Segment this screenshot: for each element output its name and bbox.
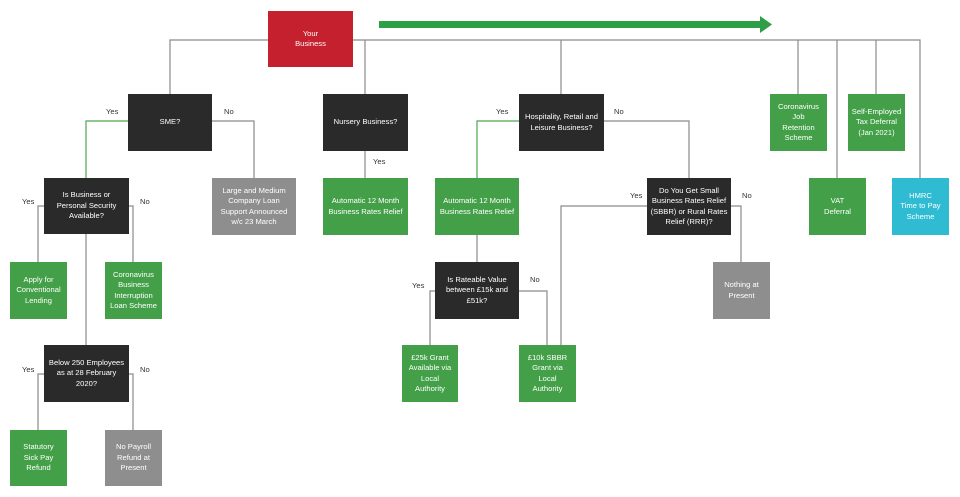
hospitality-no-label: No <box>614 107 624 116</box>
no-payroll-refund: No Payroll Refund at Present <box>105 430 162 486</box>
sme-yes-label: Yes <box>106 107 119 116</box>
security-no-label: No <box>140 197 150 206</box>
grant-25k: £25k Grant Available via Local Authority <box>402 345 458 402</box>
connector-rateable-no <box>519 290 548 345</box>
connector-security-yes <box>37 205 44 262</box>
nursery-yes-label: Yes <box>373 157 386 166</box>
progress-arrow <box>379 16 772 33</box>
cbil-scheme: Coronavirus Business Interruption Loan S… <box>105 262 162 319</box>
rateable-no-label: No <box>530 275 540 284</box>
rateable-yes-label: Yes <box>412 281 425 290</box>
vat-deferral: VAT Deferral <box>809 178 866 235</box>
connector-sbbr-no <box>731 205 742 262</box>
connector-hosp-yes <box>476 120 519 178</box>
grant-10k: £10k SBBR Grant via Local Authority <box>519 345 576 402</box>
hospitality-question: Hospitality, Retail and Leisure Business… <box>519 94 604 151</box>
connector-top-bus <box>169 39 921 178</box>
security-yes-label: Yes <box>22 197 35 206</box>
nothing-at-present: Nothing at Present <box>713 262 770 319</box>
nursery-rates-relief: Automatic 12 Month Business Rates Relief <box>323 178 408 235</box>
job-retention-scheme: Coronavirus Job Retention Scheme <box>770 94 827 151</box>
sme-no-label: No <box>224 107 234 116</box>
statutory-sick-pay-refund: Statutory Sick Pay Refund <box>10 430 67 486</box>
security-question: Is Business or Personal Security Availab… <box>44 178 129 234</box>
sbbr-yes-label: Yes <box>630 191 643 200</box>
connector-rateable-yes <box>429 290 435 345</box>
large-medium-loan: Large and Medium Company Loan Support An… <box>212 178 296 235</box>
sbbr-question: Do You Get Small Business Rates Relief (… <box>647 178 731 235</box>
below250-yes-label: Yes <box>22 365 35 374</box>
connector-below250-no <box>129 373 134 430</box>
conventional-lending: Apply for Conventional Lending <box>10 262 67 319</box>
below-250-question: Below 250 Employees as at 28 February 20… <box>44 345 129 402</box>
sbbr-no-label: No <box>742 191 752 200</box>
connector-hosp-no <box>604 120 690 178</box>
connector-security-no <box>129 205 134 262</box>
hospitality-yes-label: Yes <box>496 107 509 116</box>
connector-sbbr-yes <box>560 205 647 345</box>
nursery-question: Nursery Business? <box>323 94 408 151</box>
below250-no-label: No <box>140 365 150 374</box>
your-business-node: Your Business <box>268 11 353 67</box>
rateable-question: Is Rateable Value between £15k and £51k? <box>435 262 519 319</box>
connector-sme-yes <box>85 120 128 178</box>
hospitality-rates-relief: Automatic 12 Month Business Rates Relief <box>435 178 519 235</box>
self-employed-deferral: Self-Employed Tax Deferral (Jan 2021) <box>848 94 905 151</box>
sme-question: SME? <box>128 94 212 151</box>
hmrc-time-to-pay: HMRC Time to Pay Scheme <box>892 178 949 235</box>
connector-sme-no <box>212 120 255 178</box>
connector-below250-yes <box>37 373 44 430</box>
